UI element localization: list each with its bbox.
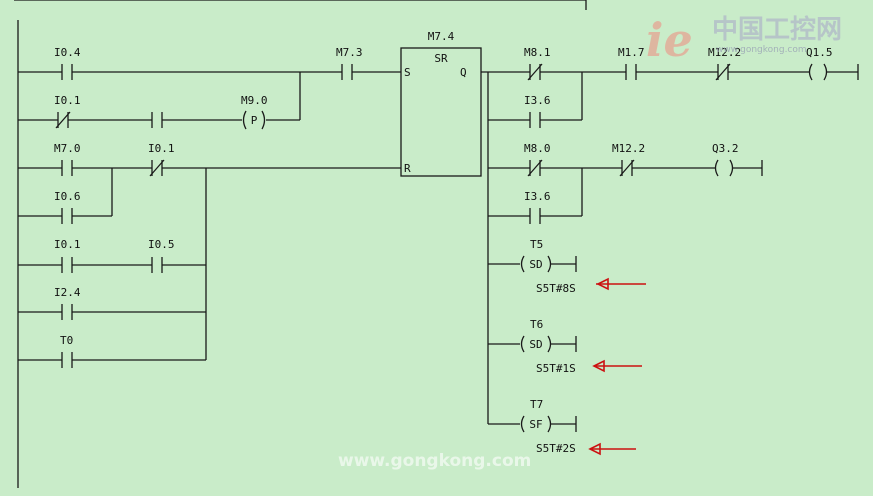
label-m122b: M12.2	[612, 142, 645, 155]
gongkong-logo: ie 中国工控网 www.gongkong.com	[646, 13, 842, 67]
label-i05: I0.5	[148, 238, 175, 251]
label-t6: T6	[530, 318, 543, 331]
label-i06: I0.6	[54, 190, 81, 203]
sr-block-type: SR	[434, 52, 448, 65]
label-m122a: M12.2	[708, 46, 741, 59]
arrow-t7	[588, 442, 636, 456]
sr-pin-q: Q	[460, 66, 467, 79]
timer-coil-t7[interactable]	[520, 415, 552, 433]
arrow-t5	[596, 277, 646, 291]
contact-i04[interactable]	[61, 64, 73, 80]
label-i36a: I3.6	[524, 94, 551, 107]
label-t7: T7	[530, 398, 543, 411]
contact-m70[interactable]	[61, 160, 73, 176]
contact-i05[interactable]	[151, 257, 163, 273]
contact-i01-3[interactable]	[61, 257, 73, 273]
label-m70: M7.0	[54, 142, 81, 155]
logo-cn-text: 中国工控网	[712, 15, 842, 45]
label-i24: I2.4	[54, 286, 81, 299]
contact-t0[interactable]	[61, 352, 73, 368]
contact-m73[interactable]	[341, 64, 353, 80]
t6-preset: S5T#1S	[536, 362, 576, 375]
contact-m81-nc[interactable]	[527, 63, 543, 81]
logo-url: www.gongkong.com	[716, 45, 807, 55]
arrow-t6	[592, 359, 642, 373]
contact-i36[interactable]	[529, 112, 541, 128]
label-i36b: I3.6	[524, 190, 551, 203]
sr-pin-r: R	[404, 162, 411, 175]
label-q32: Q3.2	[712, 142, 739, 155]
label-q15: Q1.5	[806, 46, 833, 59]
t7-preset: S5T#2S	[536, 442, 576, 455]
label-i01b: I0.1	[148, 142, 175, 155]
label-i04: I0.4	[54, 46, 81, 59]
logo-ie: ie	[646, 13, 693, 67]
contact-m80-nc[interactable]	[527, 159, 543, 177]
label-m81: M8.1	[524, 46, 551, 59]
coil-p[interactable]	[242, 110, 266, 130]
coil-p-text: P	[251, 114, 258, 127]
contact-m122-nc-2[interactable]	[619, 159, 635, 177]
contact-i06[interactable]	[61, 208, 73, 224]
coil-q32[interactable]	[714, 159, 734, 177]
label-i01c: I0.1	[54, 238, 81, 251]
timer-coil-t5[interactable]	[520, 255, 552, 273]
contact-i01-nc[interactable]	[55, 111, 71, 129]
sr-block-name: M7.4	[428, 30, 455, 43]
contact-i01-nc-2[interactable]	[149, 159, 165, 177]
t7-type: SF	[529, 418, 542, 431]
watermark: www.gongkong.com	[338, 451, 531, 471]
t6-type: SD	[529, 338, 542, 351]
t5-type: SD	[529, 258, 542, 271]
t5-preset: S5T#8S	[536, 282, 576, 295]
contact-m17[interactable]	[625, 64, 637, 80]
label-m17: M1.7	[618, 46, 645, 59]
sr-pin-s: S	[404, 66, 411, 79]
label-t5: T5	[530, 238, 543, 251]
label-m80: M8.0	[524, 142, 551, 155]
sr-flipflop-block[interactable]	[400, 47, 482, 177]
label-t0: T0	[60, 334, 73, 347]
label-m73: M7.3	[336, 46, 363, 59]
contact-i36-2[interactable]	[529, 208, 541, 224]
contact-t3[interactable]	[151, 112, 163, 128]
label-m90: M9.0	[241, 94, 268, 107]
coil-q15[interactable]	[808, 63, 828, 81]
contact-i24[interactable]	[61, 304, 73, 320]
label-i01a: I0.1	[54, 94, 81, 107]
timer-coil-t6[interactable]	[520, 335, 552, 353]
contact-m122-nc[interactable]	[715, 63, 731, 81]
